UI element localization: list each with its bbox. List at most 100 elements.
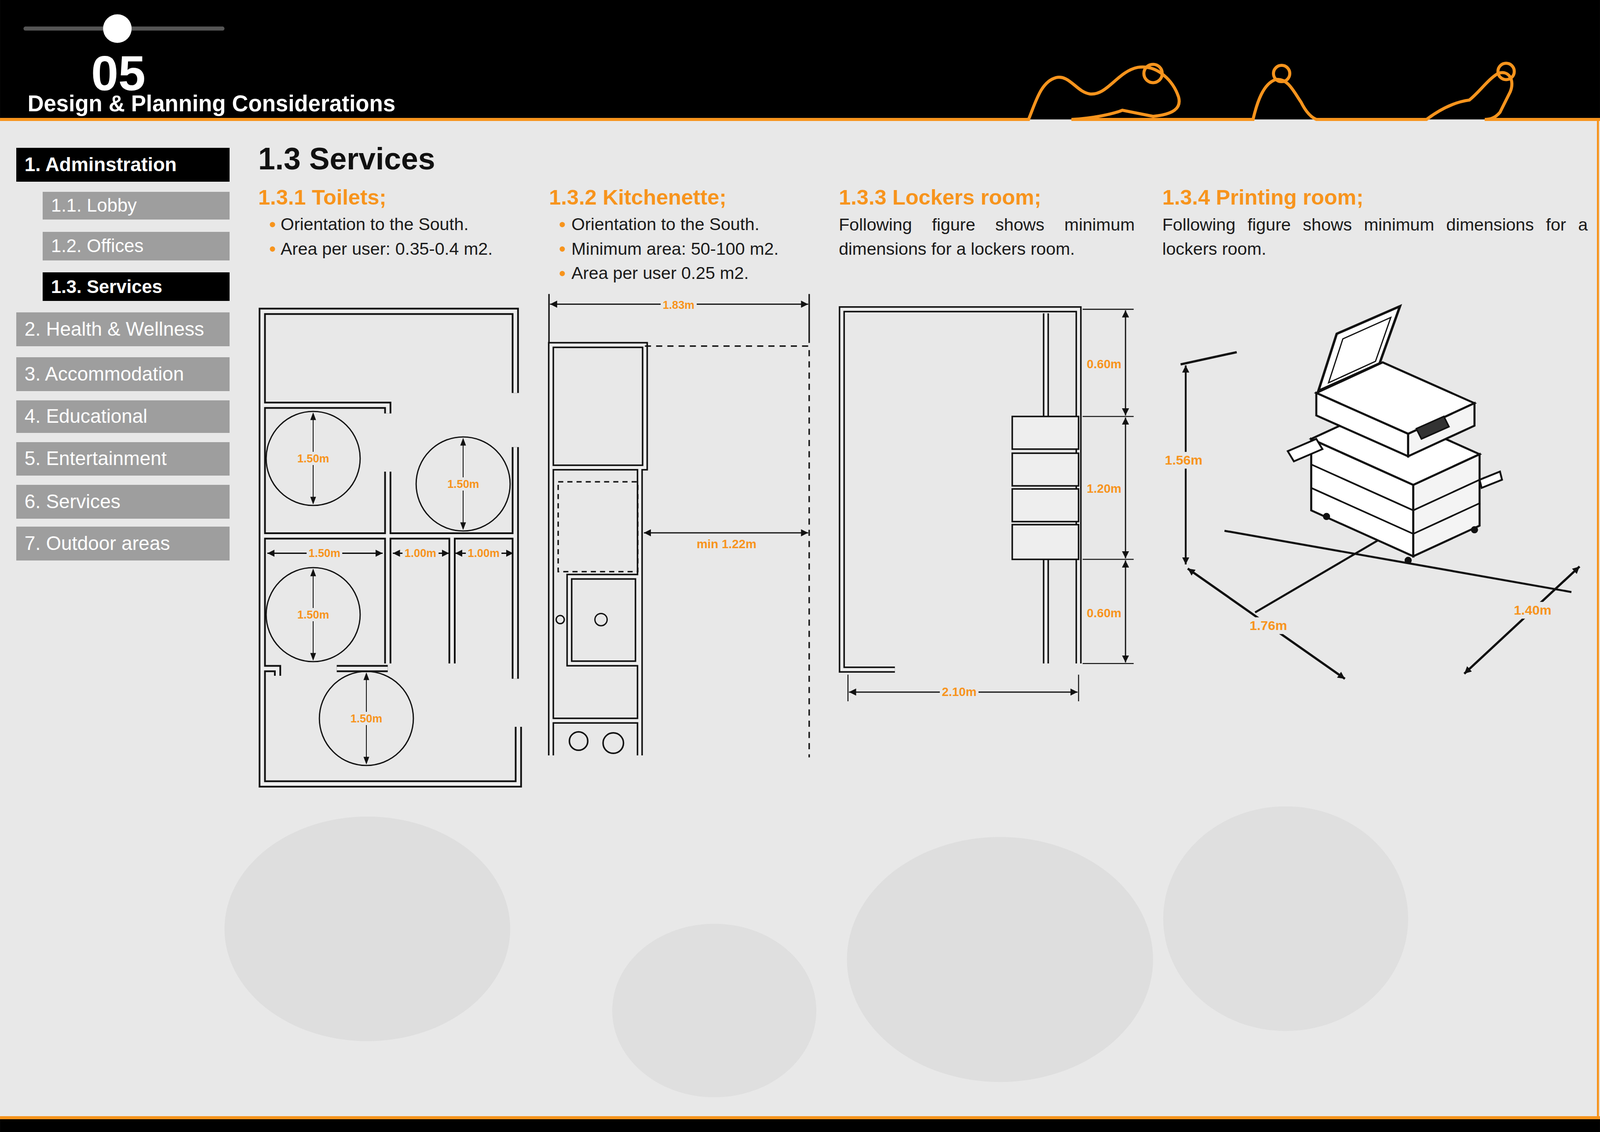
turning-circle: 1.50m xyxy=(318,670,415,767)
counter-outline xyxy=(551,344,645,756)
dimension-label: 1.40m xyxy=(1511,602,1554,619)
extension-line xyxy=(1180,351,1237,365)
dimension-label: 1.76m xyxy=(1247,617,1290,634)
menu-text: 7. Outdoor areas xyxy=(24,531,171,556)
turning-circle: 1.50m xyxy=(265,410,362,507)
circle-outline xyxy=(266,567,361,662)
dimension-line xyxy=(1464,566,1580,674)
subsection-heading: 1.3.3 Lockers room; xyxy=(838,183,1042,211)
menu-text: 1. Adminstration xyxy=(24,153,177,177)
locker-box xyxy=(1012,452,1079,486)
printer-wheel xyxy=(1470,526,1478,534)
subsection-heading: 1.3.1 Toilets; xyxy=(258,183,387,211)
dimension-line xyxy=(1125,560,1127,663)
bullet-text: Orientation to the South. xyxy=(571,213,760,235)
menu-item: 6. Services xyxy=(16,484,230,519)
background-figure xyxy=(1163,806,1409,1031)
printer-scanner xyxy=(1316,392,1409,457)
circle-outline xyxy=(266,411,361,506)
menu-item: 2. Health & Wellness xyxy=(16,312,230,347)
subsection-heading: 1.3.4 Printing room; xyxy=(1162,183,1364,211)
slider-knob xyxy=(102,14,132,43)
locker-box xyxy=(1012,524,1079,560)
printer-wheel xyxy=(1404,556,1412,564)
dimension-label: 1.56m xyxy=(1162,452,1205,469)
dimension-label: 1.00m xyxy=(402,546,439,561)
burner-symbol xyxy=(569,731,589,751)
wall-infill xyxy=(841,309,1079,670)
page-heading: 1.3 Services xyxy=(258,140,435,178)
circle-outline xyxy=(319,671,414,766)
dimension-line xyxy=(1187,568,1345,679)
footer-line xyxy=(0,1115,1600,1119)
printer-scanner xyxy=(1408,402,1475,457)
clearance-line xyxy=(644,346,810,758)
menu-item: 3. Accommodation xyxy=(16,357,230,391)
bullet-text: Area per user 0.25 m2. xyxy=(571,262,749,284)
bullet-dot xyxy=(269,246,275,252)
menu-text: 6. Services xyxy=(24,489,121,514)
menu-text: 1.1. Lobby xyxy=(51,194,137,217)
turning-circle: 1.50m xyxy=(265,566,362,663)
turning-circle: 1.50m xyxy=(415,435,512,532)
header-ornament-line xyxy=(0,66,1600,120)
drain-symbol xyxy=(595,613,608,626)
menu-item: 1.2. Offices xyxy=(42,231,230,261)
bullet-dot xyxy=(269,221,275,227)
menu-item: 1.3. Services xyxy=(42,272,230,301)
dimension-label: 1.20m xyxy=(1084,481,1124,497)
figure-head xyxy=(1497,63,1515,80)
extension-line xyxy=(847,309,1134,702)
dimension-label: 2.10m xyxy=(939,684,979,700)
bullet-dot xyxy=(559,270,565,277)
printer-drawer xyxy=(1311,464,1480,534)
paper-tray xyxy=(1287,438,1323,462)
background-figure xyxy=(612,923,817,1097)
menu-text: 1.3. Services xyxy=(51,275,163,298)
dimension-label: 1.50m xyxy=(445,477,482,491)
subsection-heading: 1.3.2 Kitchenette; xyxy=(548,183,727,211)
footer-band xyxy=(0,1118,1600,1132)
tap-symbol xyxy=(555,615,565,624)
header-band xyxy=(0,0,1600,120)
extension-line xyxy=(548,293,810,343)
menu-item: 4. Educational xyxy=(16,400,230,433)
menu-text: 5. Entertainment xyxy=(24,446,167,471)
control-panel xyxy=(1416,416,1449,439)
bullet-dot xyxy=(559,246,565,252)
paragraph: Following figure shows minimum dimension… xyxy=(838,212,1135,262)
counter-infill xyxy=(551,344,645,756)
section-title: Design & Planning Considerations xyxy=(27,90,396,117)
figure-head xyxy=(1273,65,1290,82)
bullet-text: Area per user: 0.35-0.4 m2. xyxy=(280,237,493,260)
menu-item: 1. Adminstration xyxy=(16,147,230,182)
menu-text: 1.2. Offices xyxy=(51,234,144,257)
menu-text: 3. Accommodation xyxy=(24,362,185,386)
wall-infill xyxy=(262,311,519,784)
background-figure xyxy=(224,816,511,1041)
printer-wheel xyxy=(1322,512,1330,520)
locker-box xyxy=(1012,416,1079,450)
right-border xyxy=(1596,120,1600,1118)
figure-head xyxy=(1143,64,1163,83)
appliance-outline xyxy=(558,481,638,572)
bullet-text: Minimum area: 50-100 m2. xyxy=(571,237,779,260)
paper-tray xyxy=(1479,471,1502,488)
burner-symbol xyxy=(602,732,624,753)
printer-lid xyxy=(1318,306,1401,391)
wall-outline xyxy=(841,309,1079,670)
menu-text: 2. Health & Wellness xyxy=(24,317,205,341)
dimension-label: 0.60m xyxy=(1084,356,1124,373)
dimension-label: 1.00m xyxy=(465,546,502,561)
background-figure xyxy=(847,836,1154,1082)
dimension-line xyxy=(643,532,809,534)
menu-item: 7. Outdoor areas xyxy=(16,526,230,561)
paragraph: Following figure shows minimum dimension… xyxy=(1162,212,1589,262)
dimension-label: 1.50m xyxy=(306,546,343,561)
dimension-label: 1.83m xyxy=(660,298,697,313)
dimension-label: 1.50m xyxy=(295,451,332,465)
dimension-label: min 1.22m xyxy=(694,536,759,552)
